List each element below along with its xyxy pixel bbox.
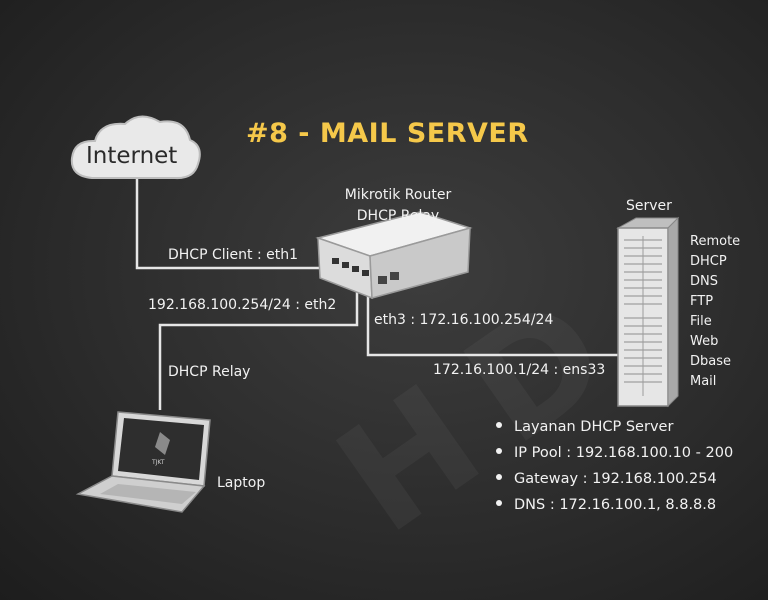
internet-label: Internet: [86, 143, 178, 169]
ens33-label: 172.16.100.1/24 : ens33: [433, 362, 606, 378]
link-internet-router: [135, 176, 340, 270]
list-item: Gateway : 192.168.100.254: [496, 466, 733, 492]
service-item: Dbase: [690, 354, 731, 369]
router-icon: [315, 211, 473, 300]
page-title: #8 - MAIL SERVER: [246, 118, 529, 149]
list-item: DNS : 172.16.100.1, 8.8.8.8: [496, 492, 733, 518]
eth1-label: DHCP Client : eth1: [168, 247, 299, 263]
service-item: DHCP: [690, 254, 727, 269]
router-name: Mikrotik Router: [344, 187, 452, 203]
service-item: Remote: [690, 234, 741, 249]
cloud-icon: [70, 115, 201, 180]
server-label: Server: [626, 198, 672, 214]
server-services: Remote DHCP DNS FTP File Web Dbase Mail: [690, 234, 740, 394]
eth3-label: eth3 : 172.16.100.254/24: [374, 312, 554, 328]
service-item: Mail: [690, 374, 717, 389]
link-router-server: [366, 278, 620, 357]
server-icon: [616, 216, 680, 408]
laptop-icon: [75, 411, 211, 513]
service-item: File: [690, 314, 712, 329]
laptop-label: Laptop: [217, 475, 266, 491]
eth2-label: 192.168.100.254/24 : eth2: [148, 297, 337, 313]
list-item: Layanan DHCP Server: [496, 414, 733, 440]
list-item: IP Pool : 192.168.100.10 - 200: [496, 440, 733, 466]
service-item: Web: [690, 334, 719, 349]
dhcp-info-list: Layanan DHCP Server IP Pool : 192.168.10…: [496, 414, 733, 518]
laptop-screen-text: TJKT: [151, 459, 165, 466]
link-router-laptop: [158, 272, 359, 410]
relay-label: DHCP Relay: [168, 364, 251, 380]
service-item: DNS: [690, 274, 718, 289]
service-item: FTP: [690, 294, 714, 309]
router-role: DHCP Relay: [356, 208, 440, 224]
